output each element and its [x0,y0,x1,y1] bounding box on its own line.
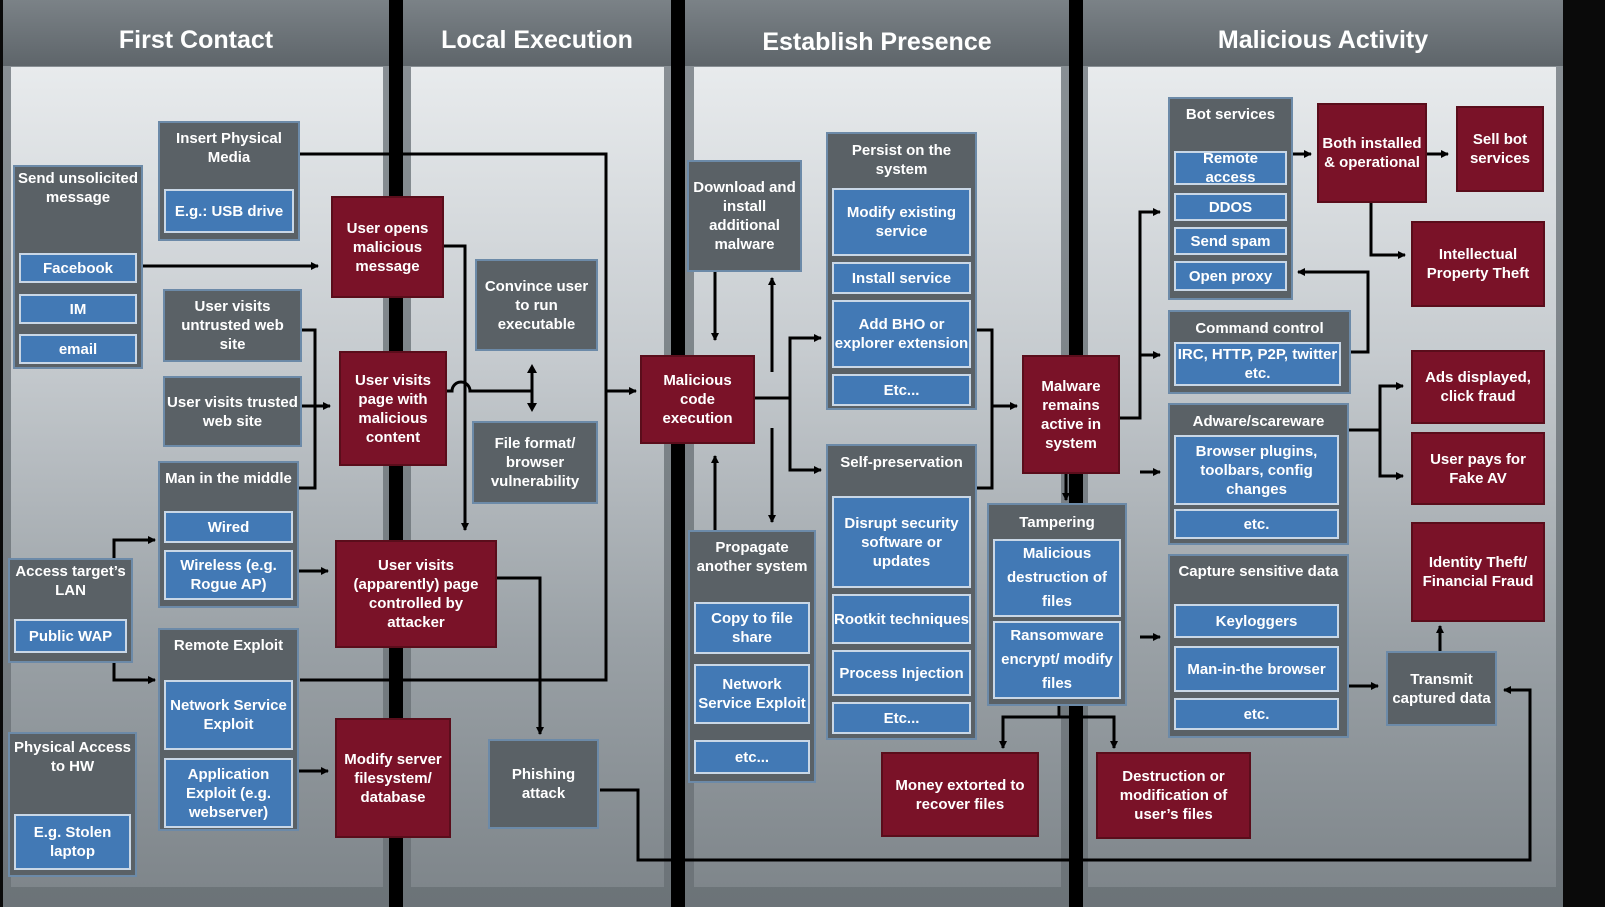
send-unsolicited-group: Send unsolicited message Facebook IM ema… [13,165,143,369]
file-format-node: File format/ browser vulnerability [472,421,598,504]
capture-data-group: Capture sensitive data Keyloggers Man-in… [1168,554,1349,738]
capture-etc-option: etc. [1174,698,1339,730]
wireless-option: Wireless (e.g. Rogue AP) [164,550,293,600]
send-spam-option: Send spam [1174,227,1287,255]
group-title: Tampering [1019,514,1095,531]
malicious-destruction-option: Malicious destruction of files [993,539,1121,617]
column-title: First Contact [3,0,389,66]
user-pays-node: User pays for Fake AV [1411,432,1545,505]
column-title: Malicious Activity [1083,0,1563,66]
both-installed-node: Both installed & operational [1317,103,1427,203]
public-wap-option: Public WAP [14,619,127,653]
group-title: Propagate another system [696,539,808,575]
self-preservation-group: Self-preservation Disrupt security softw… [826,444,977,740]
ransomware-option: Ransomware encrypt/ modify files [993,621,1121,699]
group-title: Bot services [1185,106,1276,123]
convince-user-node: Convince user to run executable [475,259,598,351]
physical-access-group: Physical Access to HW E.g. Stolen laptop [8,732,137,877]
malware-active-node: Malware remains active in system [1022,355,1120,474]
rootkit-option: Rootkit techniques [832,594,971,644]
command-control-group: Command control IRC, HTTP, P2P, twitter … [1168,310,1351,394]
download-install-node: Download and install additional malware [687,160,802,272]
install-service-option: Install service [832,262,971,294]
browser-plugins-option: Browser plugins, toolbars, config change… [1174,435,1339,505]
group-title: Adware/scareware [1192,413,1325,430]
group-title: Access target’s LAN [15,563,126,599]
modify-existing-service-option: Modify existing service [832,188,971,256]
open-proxy-option: Open proxy [1174,261,1287,291]
irc-http-option: IRC, HTTP, P2P, twitter etc. [1174,342,1341,386]
propagate-group: Propagate another system Copy to file sh… [688,530,816,783]
group-title: Capture sensitive data [1178,563,1339,580]
application-exploit-option: Application Exploit (e.g. webserver) [164,758,293,828]
self-etc-option: Etc... [832,702,971,734]
column-title: Establish Presence [685,0,1069,66]
email-option: email [19,334,137,364]
ddos-option: DDOS [1174,193,1287,221]
destruction-modification-node: Destruction or modification of user’s fi… [1096,752,1251,839]
malicious-code-node: Malicious code execution [640,355,755,444]
persist-etc-option: Etc... [832,374,971,406]
untrusted-site-node: User visits untrusted web site [163,289,302,362]
column-title: Local Execution [403,0,671,66]
remote-exploit-group: Remote Exploit Network Service Exploit A… [158,628,299,831]
man-in-the-browser-option: Man-in-the browser [1174,646,1339,692]
usb-drive-option: E.g.: USB drive [164,189,294,233]
mitm-group: Man in the middle Wired Wireless (e.g. R… [158,461,299,608]
tampering-group: Tampering Malicious destruction of files… [987,503,1127,706]
facebook-option: Facebook [19,253,137,283]
add-bho-option: Add BHO or explorer extension [832,300,971,368]
ads-displayed-node: Ads displayed, click fraud [1411,350,1545,424]
modify-server-node: Modify server filesystem/ database [335,718,451,838]
network-service-exploit-option: Network Service Exploit [164,680,293,750]
transmit-data-node: Transmit captured data [1386,651,1497,726]
user-visits-controlled-node: User visits (apparently) page controlled… [335,540,497,648]
keyloggers-option: Keyloggers [1174,604,1339,638]
disrupt-security-option: Disrupt security software or updates [832,496,971,588]
phishing-node: Phishing attack [488,739,599,829]
sell-bot-services-node: Sell bot services [1456,106,1544,192]
group-title: Remote Exploit [173,637,284,654]
group-title: Send unsolicited message [17,170,138,206]
identity-theft-node: Identity Theft/ Financial Fraud [1411,522,1545,622]
group-title: Persist on the system [851,142,952,178]
group-title: Command control [1195,320,1324,337]
group-title: Physical Access to HW [13,739,132,775]
insert-media-group: Insert Physical Media E.g.: USB drive [158,121,300,241]
column-divider [671,0,685,907]
trusted-site-node: User visits trusted web site [163,376,302,447]
persist-group: Persist on the system Modify existing se… [826,132,977,410]
money-extorted-node: Money extorted to recover files [881,752,1039,837]
ip-theft-node: Intellectual Property Theft [1411,221,1545,307]
adware-etc-option: etc. [1174,509,1339,539]
wired-option: Wired [164,511,293,543]
etc-option: etc... [694,740,810,774]
bot-services-group: Bot services Remote access DDOS Send spa… [1168,97,1293,300]
copy-to-share-option: Copy to file share [694,602,810,654]
process-injection-option: Process Injection [832,650,971,696]
remote-access-option: Remote access [1174,150,1287,186]
adware-group: Adware/scareware Browser plugins, toolba… [1168,403,1349,545]
user-opens-message-node: User opens malicious message [331,196,444,298]
group-title: Insert Physical Media [176,130,282,166]
access-lan-group: Access target’s LAN Public WAP [8,558,133,663]
group-title: Self-preservation [840,454,963,471]
group-title: Man in the middle [165,470,292,487]
network-service-exploit-option: Network Service Exploit [694,664,810,724]
im-option: IM [19,294,137,324]
stolen-laptop-option: E.g. Stolen laptop [14,814,131,870]
user-visits-page-node: User visits page with malicious content [339,351,447,466]
